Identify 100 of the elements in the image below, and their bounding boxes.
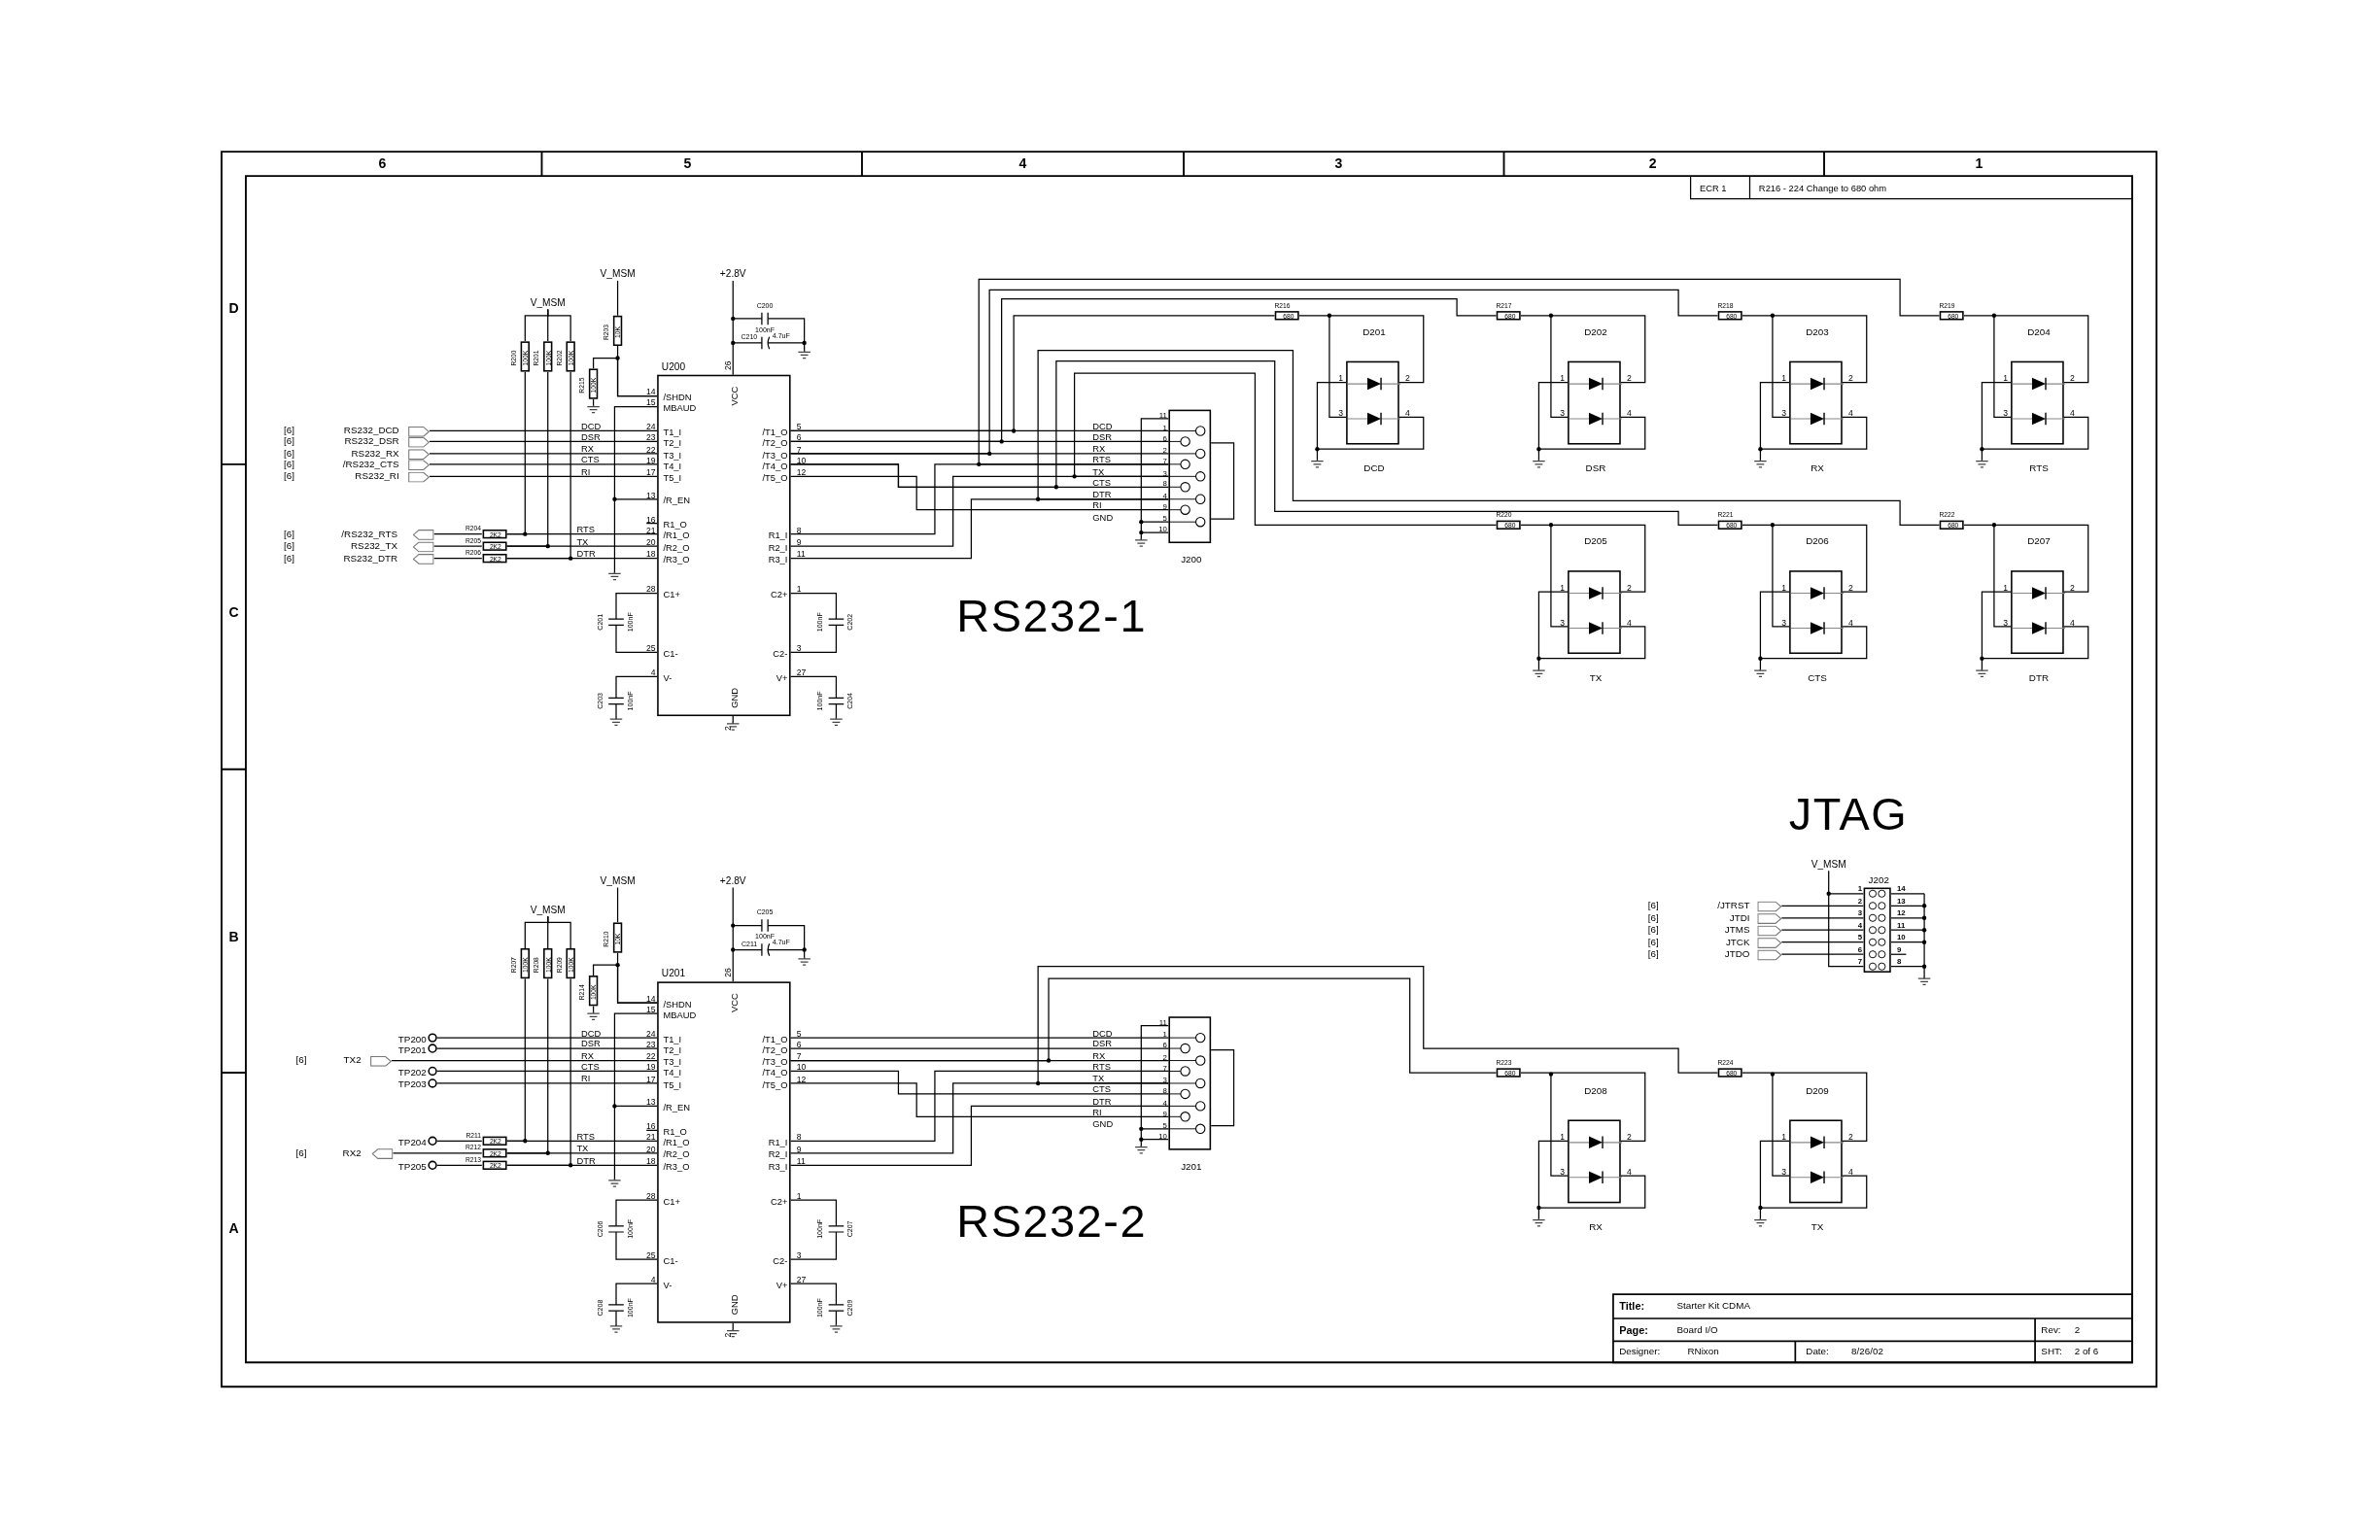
pin-name: /R2_O <box>663 543 690 553</box>
led-caption: CTS <box>1808 673 1827 683</box>
pin-number: 22 <box>646 1052 656 1061</box>
pin-number: 11 <box>796 1157 806 1166</box>
sheet-reference: [6] <box>284 553 294 564</box>
pin-number: 17 <box>646 1075 656 1084</box>
wire <box>436 1164 483 1166</box>
pin-number: 3 <box>1338 410 1343 419</box>
sheet-reference: [6] <box>284 449 294 459</box>
wire <box>436 1070 658 1073</box>
pin-name: T1_I <box>663 428 682 437</box>
pin-name: /R1_O <box>663 1138 690 1147</box>
wire <box>592 964 658 1004</box>
net-label: RI <box>581 466 591 476</box>
wire <box>1742 315 1868 384</box>
port-name: JTDO <box>1724 949 1750 960</box>
zone-marker: A <box>228 1221 239 1236</box>
title-block-text: Page: <box>1619 1324 1648 1336</box>
pin-number: 23 <box>646 433 656 442</box>
pin-name: T3_I <box>663 450 682 461</box>
wire <box>1828 870 1865 895</box>
wire <box>392 1152 483 1154</box>
pin-number: 3 <box>1560 619 1565 629</box>
wire <box>789 289 1719 455</box>
wire <box>505 977 526 1142</box>
sheet-reference: [6] <box>1647 937 1659 947</box>
component-label: D206 <box>1806 536 1829 547</box>
pin-number: 4 <box>2070 619 2075 629</box>
wire <box>1742 524 1868 593</box>
pin-number: 2 <box>1405 375 1410 384</box>
pin-name: C2- <box>773 649 788 659</box>
wire <box>436 1082 658 1084</box>
pin-number: 10 <box>796 456 807 465</box>
pin-number: 6 <box>796 1040 802 1049</box>
pin-name: /T3_O <box>762 1057 788 1067</box>
pin-name: MBAUD <box>663 1010 697 1020</box>
power-label: V_MSM <box>600 876 636 887</box>
port-name: RS232_RX <box>351 449 399 459</box>
section-title: RS232-2 <box>956 1198 1148 1245</box>
pin-number: 4 <box>1405 410 1410 419</box>
title-block-text: Starter Kit CDMA <box>1676 1301 1750 1312</box>
pin-number: 1 <box>1560 584 1565 594</box>
pin-number: 4 <box>2070 410 2075 419</box>
sheet-reference: [6] <box>284 426 294 436</box>
wire <box>1073 372 1498 526</box>
port-name: RS232_DTR <box>343 553 398 564</box>
net-label: DCD <box>581 421 602 430</box>
pin-number: 1 <box>1560 1133 1565 1143</box>
pin-number: 4 <box>1848 410 1853 419</box>
wire <box>505 977 549 1154</box>
wire <box>547 915 571 949</box>
pin-number: 6 <box>796 433 802 442</box>
component-label: D205 <box>1584 536 1607 547</box>
pin-number: 21 <box>646 1133 656 1142</box>
zone-marker: 2 <box>1648 156 1657 171</box>
port-name: /RS232_CTS <box>342 459 399 469</box>
pin-number: 2 <box>1627 375 1632 384</box>
title-block-text: 2 <box>2074 1324 2081 1335</box>
sheet-reference: [6] <box>284 436 294 447</box>
pin-number: 8 <box>796 526 802 535</box>
net-label: RI <box>1092 1107 1102 1116</box>
net-label: TX <box>1092 1073 1105 1083</box>
pin-number: 13 <box>646 1098 656 1107</box>
pin-number: 1 <box>796 1192 802 1201</box>
pin-number: 16 <box>646 515 656 525</box>
title-block-text: Board I/O <box>1676 1324 1718 1335</box>
component-label: J202 <box>1868 874 1889 885</box>
wire <box>1037 966 1719 1084</box>
title-block-text: 8/26/02 <box>1851 1347 1883 1357</box>
pin-number: 15 <box>646 398 656 407</box>
pin-name: T2_I <box>663 1044 682 1055</box>
title-block-text: Designer: <box>1619 1347 1661 1357</box>
pin-number: 4 <box>650 668 656 677</box>
pin-number: 7 <box>796 445 802 455</box>
wire <box>1742 1072 1868 1142</box>
pin-name: T4_I <box>663 1068 682 1078</box>
pin-number: 28 <box>646 1192 656 1201</box>
led-caption: RX <box>1589 1222 1603 1233</box>
pin-number: 13 <box>646 491 656 500</box>
sheet-reference: [6] <box>284 471 294 482</box>
net-label: DSR <box>1092 431 1113 441</box>
wire <box>505 370 571 560</box>
pin-number: 20 <box>646 537 656 547</box>
net-label: CTS <box>581 454 600 464</box>
pin-name: /T5_O <box>762 473 788 483</box>
test-point-label: TP201 <box>397 1044 427 1055</box>
port-name: RS232_DCD <box>343 426 399 436</box>
pin-number: 14 <box>646 388 656 396</box>
test-point-label: TP202 <box>397 1068 427 1078</box>
component-label: D201 <box>1362 327 1386 337</box>
pin-name: T5_I <box>663 1079 682 1090</box>
pin-name: MBAUD <box>663 403 697 413</box>
pin-name: /T3_O <box>762 450 788 461</box>
port-name: RS232_RI <box>355 471 399 482</box>
pin-number: 4 <box>1848 619 1853 629</box>
zone-marker: C <box>228 605 239 620</box>
power-label: +2.8V <box>719 269 746 280</box>
pin-number: 2 <box>1848 375 1853 384</box>
pin-number: 27 <box>796 1275 807 1284</box>
port-name: TX2 <box>343 1055 362 1066</box>
